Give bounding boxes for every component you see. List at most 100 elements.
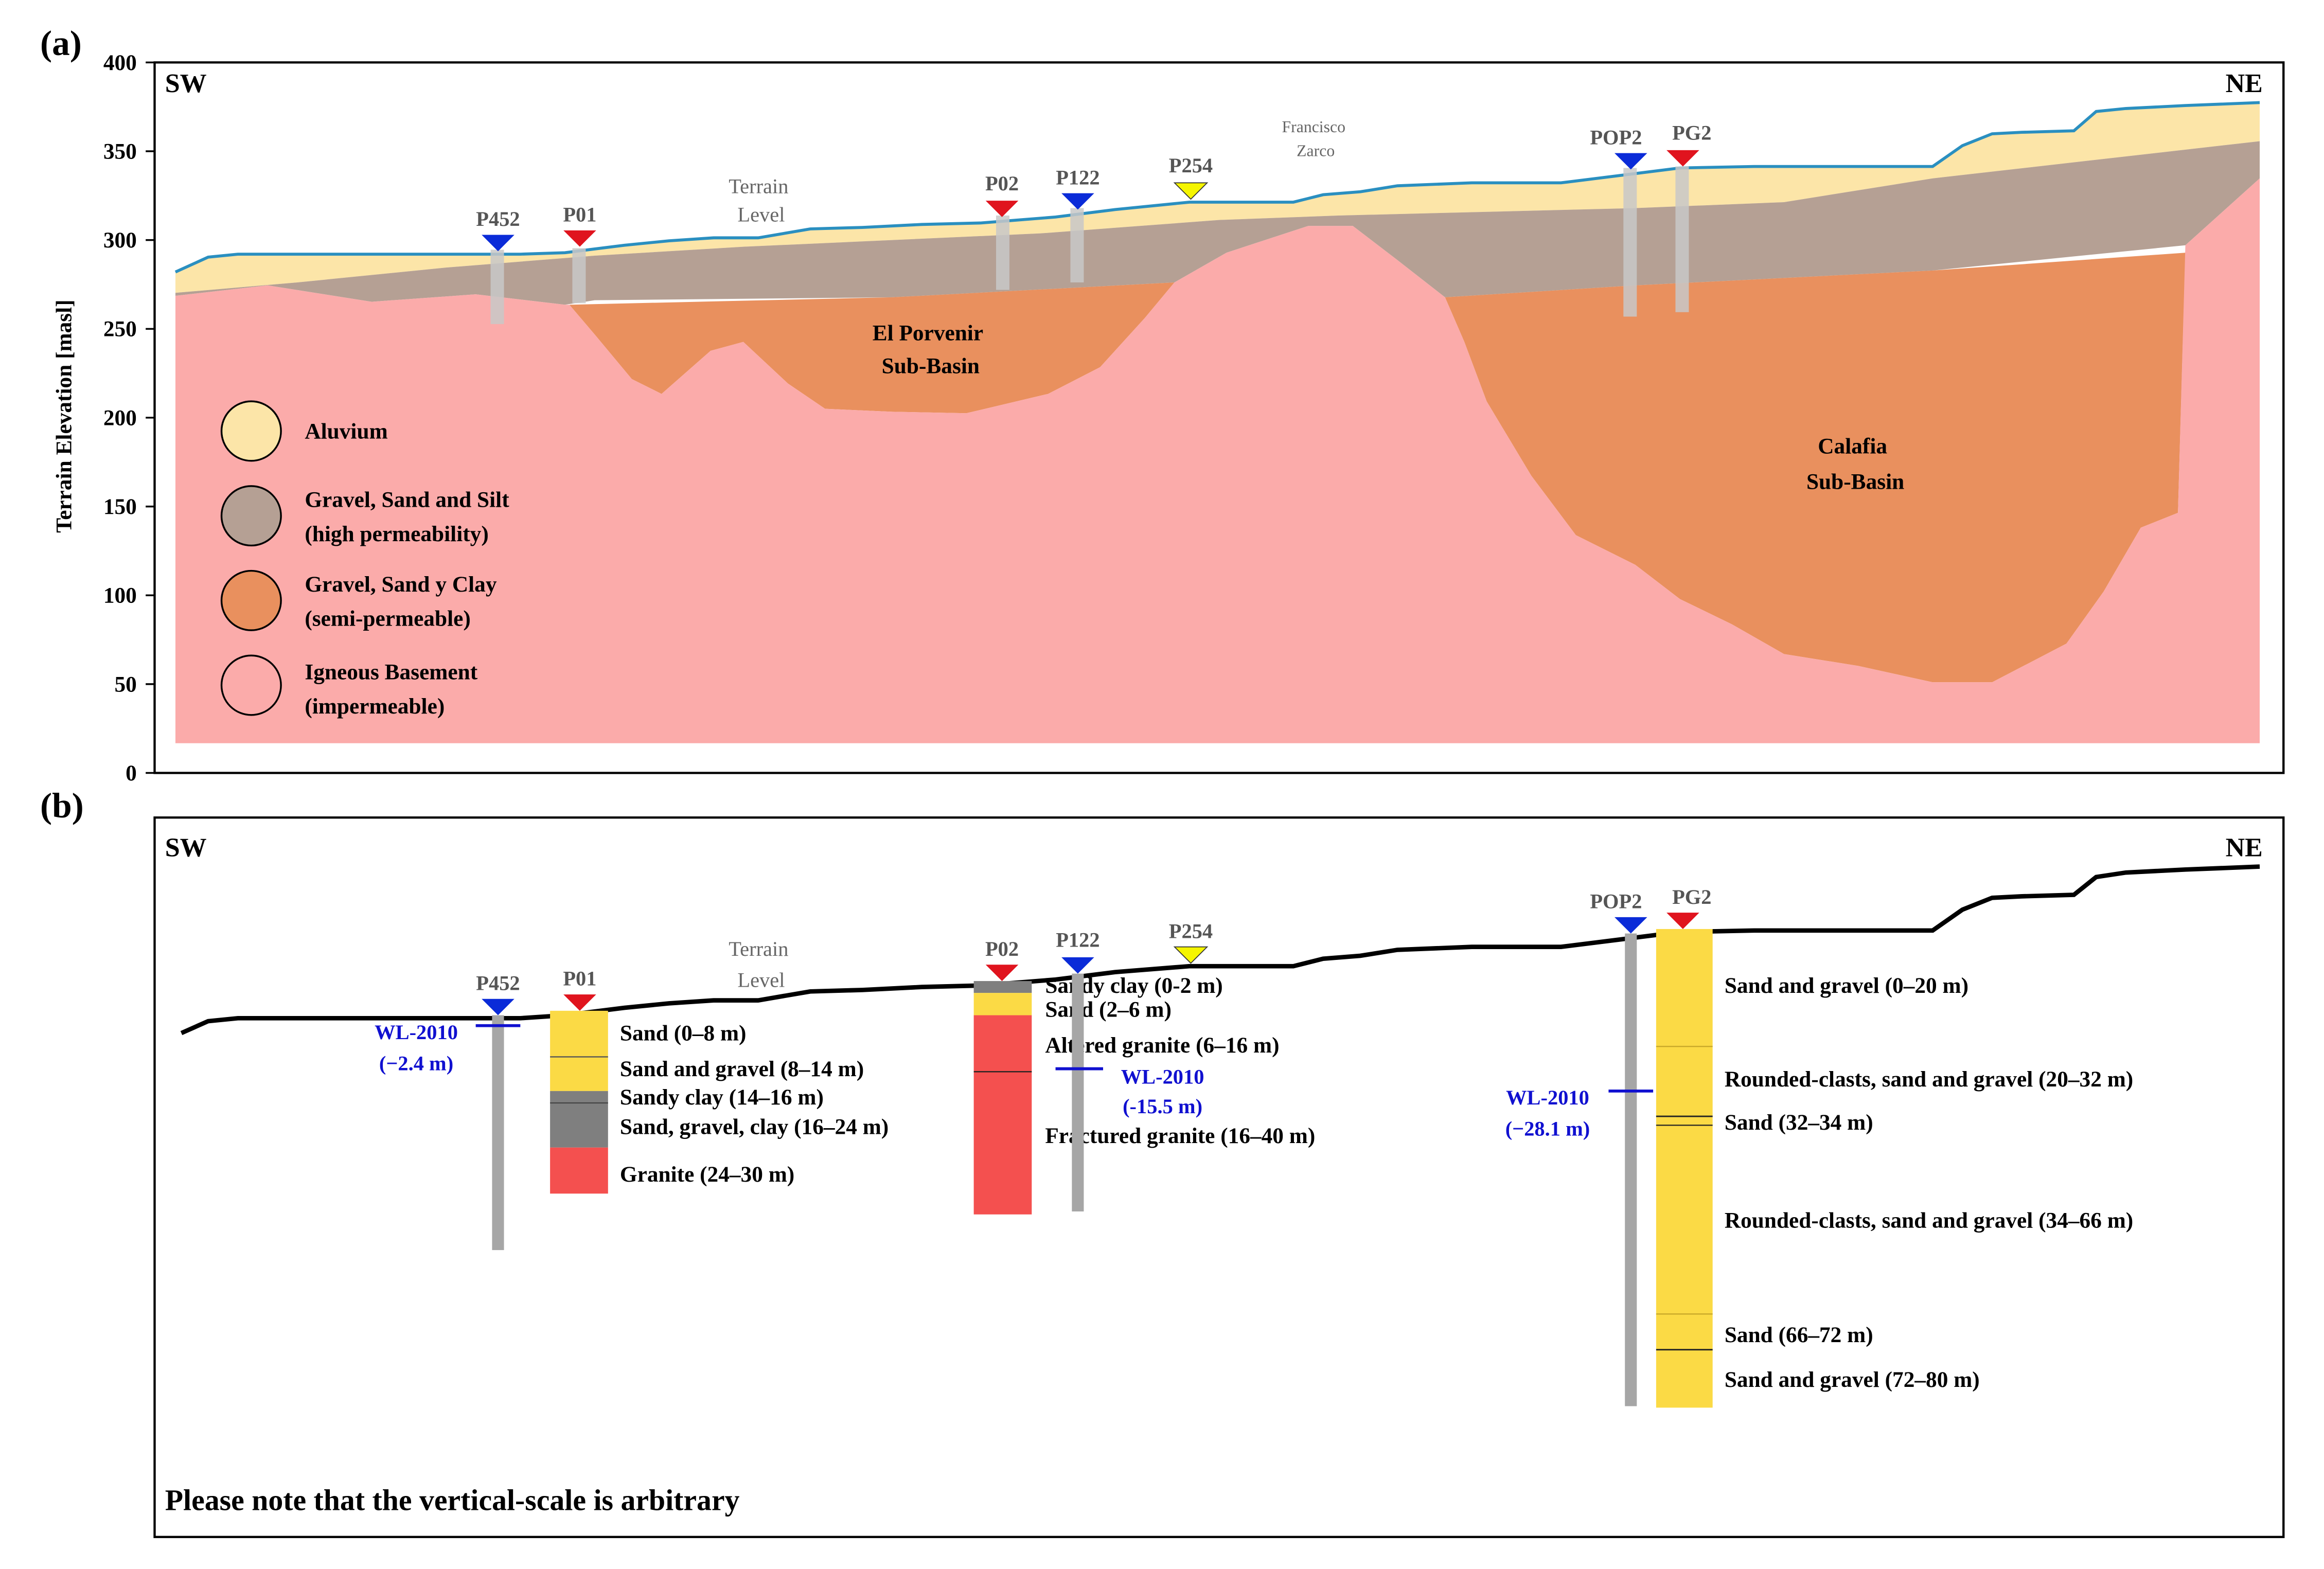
log-label: Sandy clay (0-2 m) [1045, 973, 1222, 998]
terrain-level-label: Terrain Level [729, 937, 793, 992]
well-label: P122 [1056, 166, 1099, 189]
terrain-line [180, 864, 2260, 1036]
well-label: P452 [476, 207, 520, 230]
y-tick-label: 50 [115, 672, 137, 697]
well-casing [1675, 166, 1689, 312]
y-tick-label: 200 [103, 405, 137, 430]
basin-label-porvenir: El Porvenir Sub-Basin [873, 321, 989, 379]
well-label: P01 [563, 967, 596, 990]
log-label: Rounded-clasts, sand and gravel (20–32 m… [1725, 1067, 2133, 1092]
well-casing [1625, 933, 1637, 1406]
y-axis-label: Terrain Elevation [masl] [52, 299, 77, 532]
marker-red-icon [563, 994, 596, 1011]
well-p452: P452 [476, 207, 520, 324]
panel-a-label: (a) [40, 23, 82, 63]
log-interval-sand [550, 1010, 608, 1057]
well-pg2: PG2 [1666, 121, 1711, 312]
terrain-line [174, 101, 2260, 274]
well-casing [1070, 208, 1084, 283]
log-interval-granite [550, 1147, 608, 1194]
well-p254: P254 [1169, 919, 1213, 964]
marker-red-icon [563, 230, 596, 247]
marker-red-icon [1666, 150, 1699, 167]
y-tick-label: 0 [126, 761, 137, 786]
water-level-label: WL-2010 [375, 1021, 458, 1044]
marker-blue-icon [1061, 957, 1094, 974]
log-label: Granite (24–30 m) [620, 1162, 794, 1187]
legend-swatch [220, 485, 282, 547]
legend-item-gravel-sand-silt: Gravel, Sand and Silt (high permeability… [220, 485, 509, 547]
well-p02: P02 Sandy clay (0-2 m) Sand (2–6 m) Alte… [973, 937, 1315, 1215]
panel-b-label: (b) [40, 786, 84, 825]
well-label: P02 [985, 937, 1019, 960]
legend-subtext: (semi-permeable) [305, 606, 470, 631]
well-casing [490, 249, 504, 324]
igneous-basement [175, 178, 2260, 743]
corner-label-ne: NE [2226, 833, 2263, 862]
terrain-level-label: Terrain Level [729, 175, 793, 226]
gravel-sand-clay-layer-calafia [1445, 253, 2186, 683]
log-label: Sand and gravel (8–14 m) [620, 1057, 864, 1081]
well-pg2: PG2 Sand and gravel (0–20 m) Rounded-cla… [1656, 885, 2133, 1408]
log-interval-sand-gravel-clay [550, 1103, 608, 1148]
well-p122: P122 WL-2010 (-15.5 m) [1055, 929, 1204, 1211]
well-p01: P01 [563, 203, 596, 304]
legend-text: Gravel, Sand and Silt [305, 487, 509, 512]
marker-red-icon [1666, 913, 1699, 929]
borehole-log [973, 981, 1032, 1215]
well-label: PG2 [1672, 121, 1711, 145]
marker-red-icon [985, 965, 1019, 982]
log-label: Rounded-clasts, sand and gravel (34–66 m… [1725, 1208, 2133, 1233]
log-label: Sand (2–6 m) [1045, 997, 1172, 1022]
log-label: Sand (66–72 m) [1725, 1323, 1873, 1347]
well-casing [1072, 973, 1084, 1211]
gravel-sand-clay-layer [569, 282, 1175, 414]
borehole-log [1656, 929, 1713, 1408]
legend-swatch [220, 654, 282, 716]
well-p254: P254 [1169, 154, 1213, 200]
marker-blue-icon [1614, 153, 1647, 170]
corner-label-sw: SW [165, 69, 207, 98]
log-label: Sand, gravel, clay (16–24 m) [620, 1115, 889, 1139]
gravel-sand-silt-layer [175, 141, 2260, 305]
well-pop2: POP2 WL-2010 (−28.1 m) [1505, 889, 1654, 1406]
water-level-value: (−28.1 m) [1505, 1117, 1590, 1140]
well-casing [492, 1015, 504, 1251]
well-p452: P452 WL-2010 (−2.4 m) [375, 971, 521, 1251]
panel-a-frame [153, 61, 2285, 774]
panel-b-frame [153, 816, 2285, 1538]
legend-item-gravel-sand-clay: Gravel, Sand y Clay (semi-permeable) [220, 569, 497, 631]
legend-text: Igneous Basement [305, 660, 477, 685]
y-tick-label: 250 [103, 317, 137, 342]
log-interval-sandy-clay [550, 1091, 608, 1103]
y-tick-label: 300 [103, 228, 137, 253]
y-tick-label: 350 [103, 139, 137, 164]
well-casing [1623, 168, 1637, 317]
y-tick-label: 150 [103, 494, 137, 519]
y-tick-label: 100 [103, 583, 137, 608]
marker-yellow-icon [1173, 182, 1209, 200]
water-level-label: WL-2010 [1121, 1065, 1204, 1088]
log-label: Sandy clay (14–16 m) [620, 1085, 824, 1110]
well-label: POP2 [1590, 889, 1642, 913]
well-label: P02 [985, 172, 1019, 195]
water-level-value: (−2.4 m) [379, 1051, 453, 1075]
well-label: P452 [476, 971, 520, 994]
water-level-label: WL-2010 [1506, 1086, 1589, 1109]
corner-label-sw: SW [165, 833, 207, 862]
borehole-log [550, 1010, 608, 1194]
legend-subtext: (impermeable) [305, 694, 445, 719]
well-p122: P122 [1056, 166, 1100, 283]
town-label: Francisco Zarco [1282, 118, 1349, 159]
well-p01: P01 Sand (0–8 m) Sand and gravel (8–14 m… [550, 967, 889, 1194]
corner-label-ne: NE [2226, 69, 2263, 98]
marker-red-icon [985, 201, 1019, 217]
well-p02: P02 [985, 172, 1019, 290]
log-interval-sand [973, 993, 1032, 1015]
log-label: Fractured granite (16–40 m) [1045, 1124, 1315, 1148]
log-label: Sand and gravel (0–20 m) [1725, 973, 1968, 998]
well-label: P01 [563, 203, 596, 226]
log-interval-sandy-clay [973, 981, 1032, 993]
log-label: Sand and gravel (72–80 m) [1725, 1367, 1980, 1392]
